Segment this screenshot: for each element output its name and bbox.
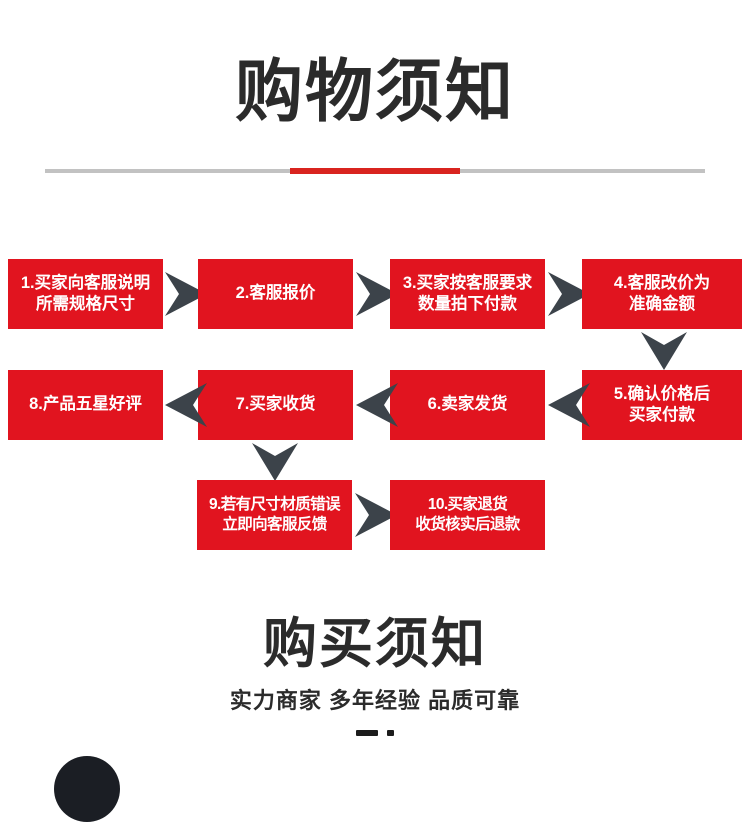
flow-step-10: 10.买家退货 收货核实后退款	[390, 480, 545, 550]
flow-step-3-line1: 3.买家按客服要求	[402, 273, 533, 292]
footer-title: 购买须知	[263, 614, 487, 674]
shopping-process-flowchart: 1.买家向客服说明 所需规格尺寸 2.客服报价 3.买家按客服要求 数量拍下付款	[8, 259, 742, 550]
flow-step-4-line2: 准确金额	[628, 295, 695, 313]
arrow-down-icon-step4-to-step5	[638, 330, 690, 372]
flow-step-4-line1: 4.客服改价为	[613, 273, 711, 292]
flow-step-3-line2: 数量拍下付款	[417, 295, 517, 313]
flow-step-10-line1: 10.买家退货	[427, 496, 508, 514]
flow-step-3: 3.买家按客服要求 数量拍下付款	[390, 259, 545, 329]
flow-step-9: 9.若有尺寸材质错误 立即向客服反馈	[197, 480, 352, 550]
title-divider	[45, 168, 705, 174]
flow-step-5-line1: 5.确认价格后	[613, 384, 711, 403]
flow-step-6-line1: 6.卖家发货	[427, 395, 508, 414]
flow-step-1-line2: 所需规格尺寸	[35, 295, 135, 313]
page-title: 购物须知	[234, 54, 515, 130]
arrow-right-icon-step2-to-step3	[354, 268, 400, 320]
arrow-left-icon-step7-to-step8	[163, 379, 209, 431]
flow-step-10-line2: 收货核实后退款	[415, 516, 520, 533]
arrow-right-icon-step3-to-step4	[546, 268, 592, 320]
arrow-left-icon-step6-to-step7	[354, 379, 400, 431]
arrow-right-icon-step9-to-step10	[353, 489, 399, 541]
flow-step-8: 8.产品五星好评	[8, 370, 163, 440]
title-divider-accent	[290, 168, 460, 174]
arrow-left-icon-step5-to-step6	[546, 379, 592, 431]
dash-shape	[356, 730, 378, 736]
flow-step-8-line1: 8.产品五星好评	[29, 395, 142, 414]
arrow-down-icon-step7-to-step9	[249, 441, 301, 483]
footer-subtitle: 实力商家 多年经验 品质可靠	[229, 688, 521, 713]
flow-step-4: 4.客服改价为 准确金额	[582, 259, 742, 329]
flow-step-1: 1.买家向客服说明 所需规格尺寸	[8, 259, 163, 329]
flow-step-2-line1: 2.客服报价	[235, 284, 316, 303]
flow-step-5: 5.确认价格后 买家付款	[582, 370, 742, 440]
flow-step-7: 7.买家收货	[198, 370, 353, 440]
flow-step-9-line2: 立即向客服反馈	[222, 516, 327, 533]
flow-step-1-line1: 1.买家向客服说明	[20, 273, 151, 292]
flow-step-2: 2.客服报价	[198, 259, 353, 329]
dot-shape	[387, 730, 394, 736]
dash-dot-decoration	[0, 726, 750, 740]
flow-step-6: 6.卖家发货	[390, 370, 545, 440]
decorative-circle	[54, 756, 120, 822]
flow-step-7-line1: 7.买家收货	[235, 395, 316, 414]
flow-step-9-line1: 9.若有尺寸材质错误	[209, 496, 341, 514]
flow-step-5-line2: 买家付款	[628, 406, 695, 424]
arrow-right-icon-step1-to-step2	[163, 268, 209, 320]
